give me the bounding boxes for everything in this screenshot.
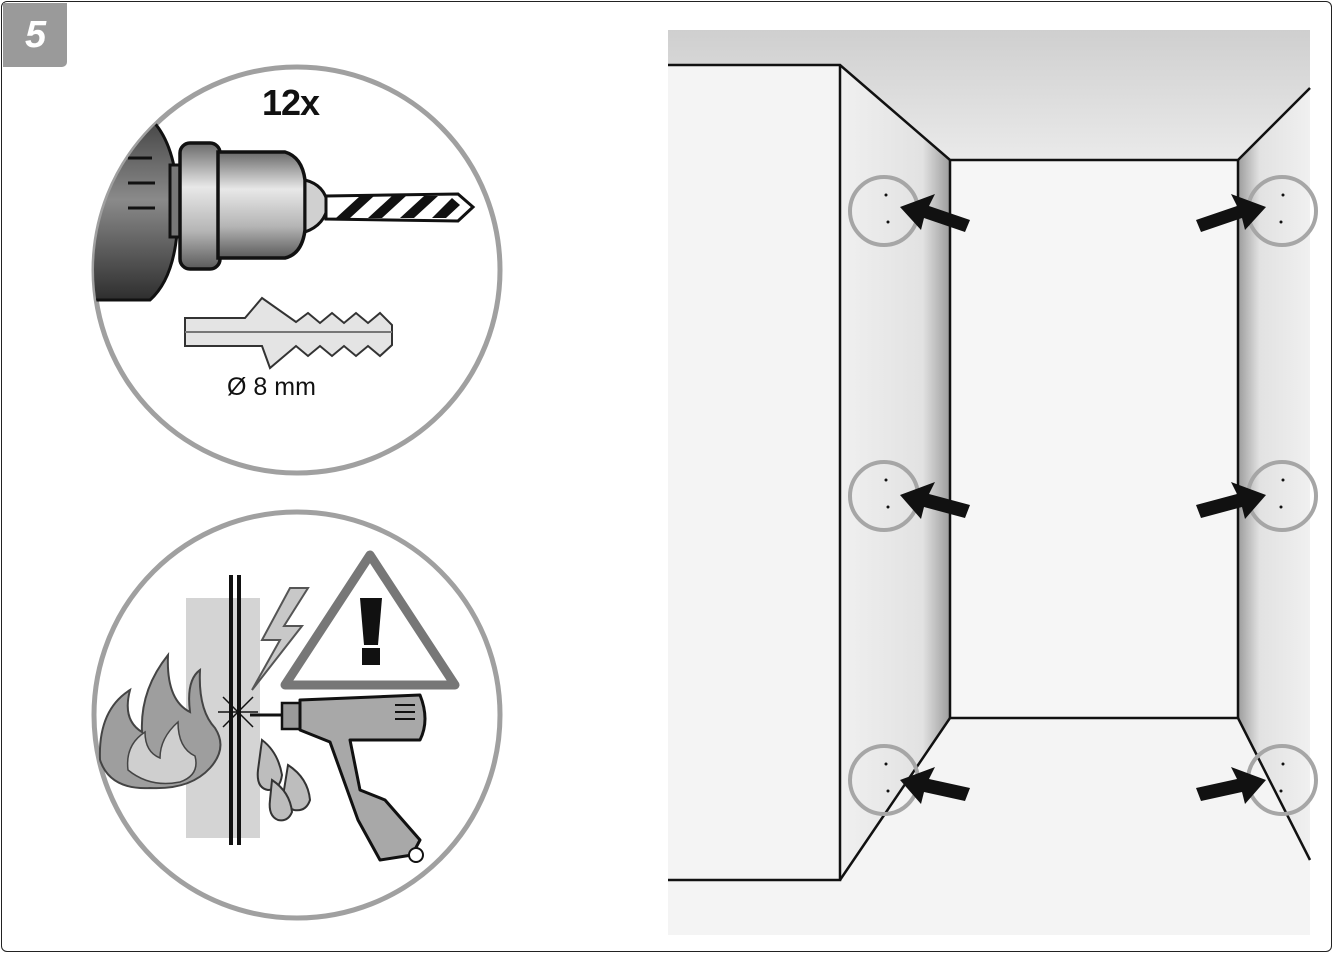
hole-dots: [884, 193, 1285, 793]
wall-niche: [668, 30, 1312, 935]
wall-plug-icon: [184, 296, 393, 370]
step-number: 5: [25, 14, 47, 56]
drill-detail-circle: [91, 64, 503, 476]
quantity-label: 12x: [262, 82, 320, 123]
arrow-icon: [900, 194, 970, 232]
arrow-icon: [1196, 194, 1266, 232]
safety-warning-circle: [91, 509, 503, 921]
lightning-icon: [251, 587, 310, 691]
power-drill-icon: [250, 693, 427, 863]
arrow-icon: [1196, 767, 1266, 804]
drill-icon: [94, 116, 330, 302]
water-drops-icon: [256, 738, 312, 822]
spark-icon: [218, 692, 258, 732]
warning-triangle-icon: [280, 550, 460, 690]
fire-icon: [98, 651, 222, 790]
drill-bit-icon: [324, 192, 476, 223]
arrow-icon: [900, 767, 970, 804]
arrow-icon: [900, 482, 970, 519]
arrows: [900, 194, 1266, 804]
arrow-icon: [1196, 482, 1266, 519]
dowel-size-label: Ø 8 mm: [227, 373, 316, 401]
step-badge: 5: [3, 3, 67, 67]
